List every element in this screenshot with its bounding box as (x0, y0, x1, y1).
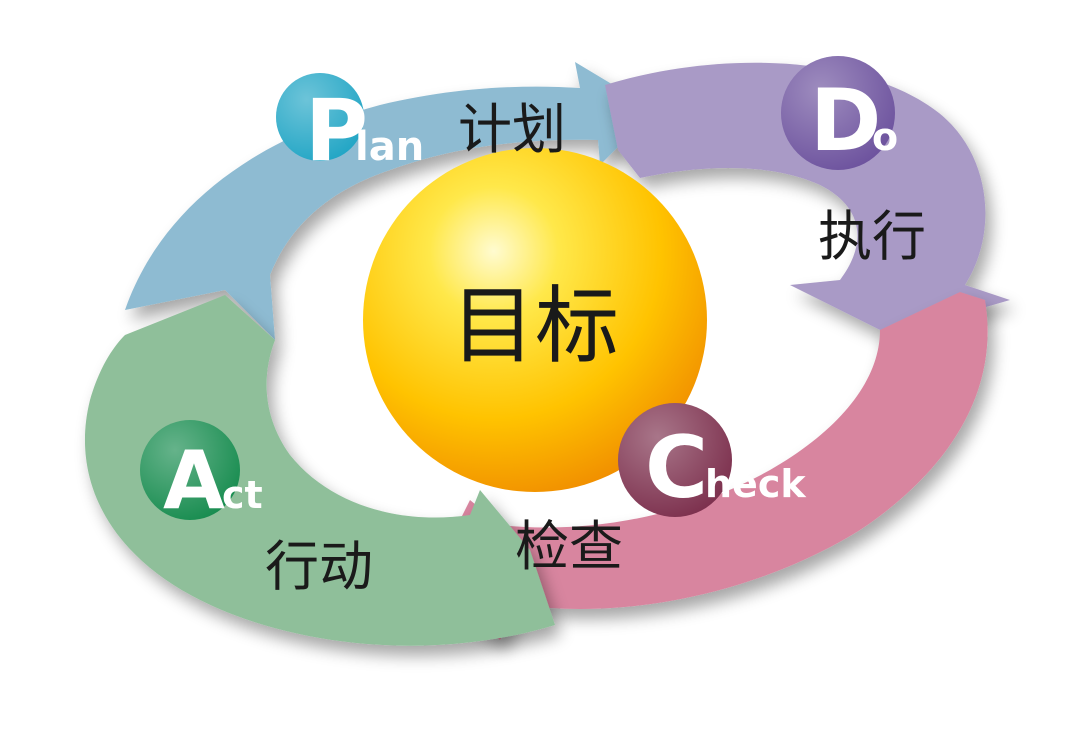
plan-rest: lan (355, 124, 424, 170)
do-badge: D o 执行 (781, 56, 926, 268)
act-letter: A (163, 434, 225, 527)
goal-label: 目标 (451, 277, 619, 375)
check-letter: C (645, 418, 708, 518)
plan-letter: P (305, 81, 368, 181)
plan-arrow (125, 62, 655, 340)
do-rest: o (872, 115, 898, 159)
act-rest: ct (222, 473, 263, 517)
do-letter: D (810, 71, 881, 171)
act-label: 行动 (265, 535, 373, 598)
goal-sphere (363, 148, 707, 492)
act-badge: A ct 行动 (140, 420, 373, 598)
do-label: 执行 (818, 205, 926, 268)
check-arrow (425, 292, 988, 640)
plan-label: 计划 (458, 98, 566, 161)
plan-badge: P lan 计划 (276, 73, 566, 181)
check-rest: heck (705, 462, 806, 506)
act-arrow (84, 295, 556, 646)
check-badge: C heck 检查 (515, 403, 806, 578)
check-label: 检查 (515, 515, 623, 578)
do-arrow (605, 62, 1010, 335)
